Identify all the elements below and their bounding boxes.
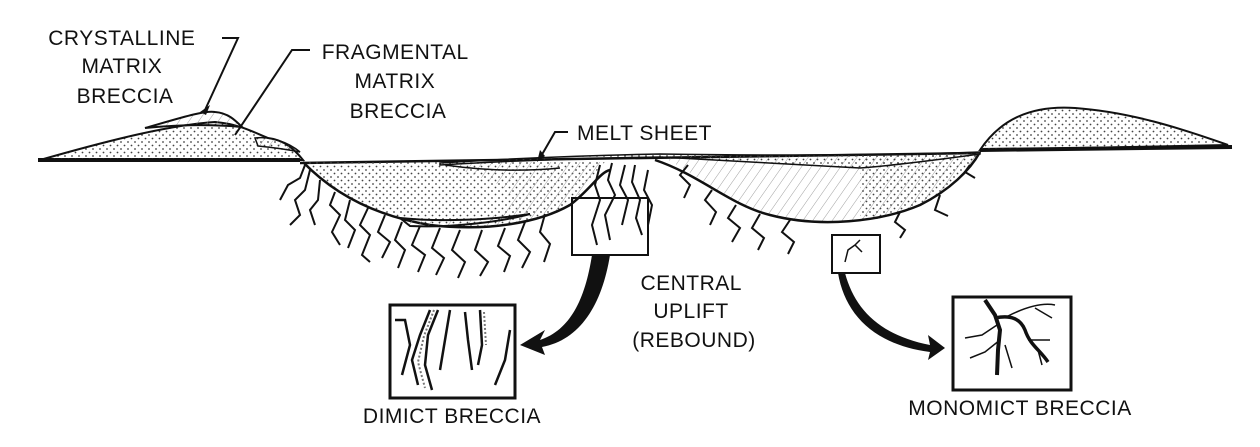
- arrow-to-monomict: [838, 273, 945, 360]
- crater-floor-right: [654, 151, 982, 224]
- monomict-sample-crack: [844, 239, 863, 263]
- monomict-sample-box: [831, 234, 881, 274]
- left-ejecta-lobe: [253, 136, 301, 153]
- label-crystalline: CRYSTALLINE MATRIX BRECCIA: [48, 27, 201, 108]
- melt-sheet-lens: [444, 164, 561, 171]
- melt-arrowhead: [537, 150, 545, 162]
- monomict-breccia-inset: [951, 295, 1073, 392]
- right-ejecta: [978, 106, 1229, 152]
- left-ejecta-crystalline: [144, 110, 245, 129]
- breccia-lens-left: [396, 213, 531, 228]
- crater-fill-left-hatch: [440, 162, 605, 228]
- label-melt-sheet: MELT SHEET: [577, 122, 712, 145]
- arrow-to-dimict: [520, 255, 610, 355]
- crater-fractures: [279, 164, 976, 279]
- crater-floor-left: [302, 161, 611, 229]
- melt-sheet: [439, 151, 981, 169]
- label-fragmental: FRAGMENTAL MATRIX BRECCIA: [322, 41, 475, 123]
- label-monomict-breccia: MONOMICT BRECCIA: [908, 397, 1131, 420]
- label-central-uplift: CENTRAL UPLIFT (REBOUND): [632, 272, 756, 352]
- dimict-breccia-inset: [388, 303, 517, 400]
- crystalline-arrowhead: [200, 105, 210, 115]
- leader-lines: [204, 37, 568, 159]
- crater-fill-right-dots: [860, 153, 980, 222]
- label-dimict-breccia: DIMICT BRECCIA: [363, 405, 541, 428]
